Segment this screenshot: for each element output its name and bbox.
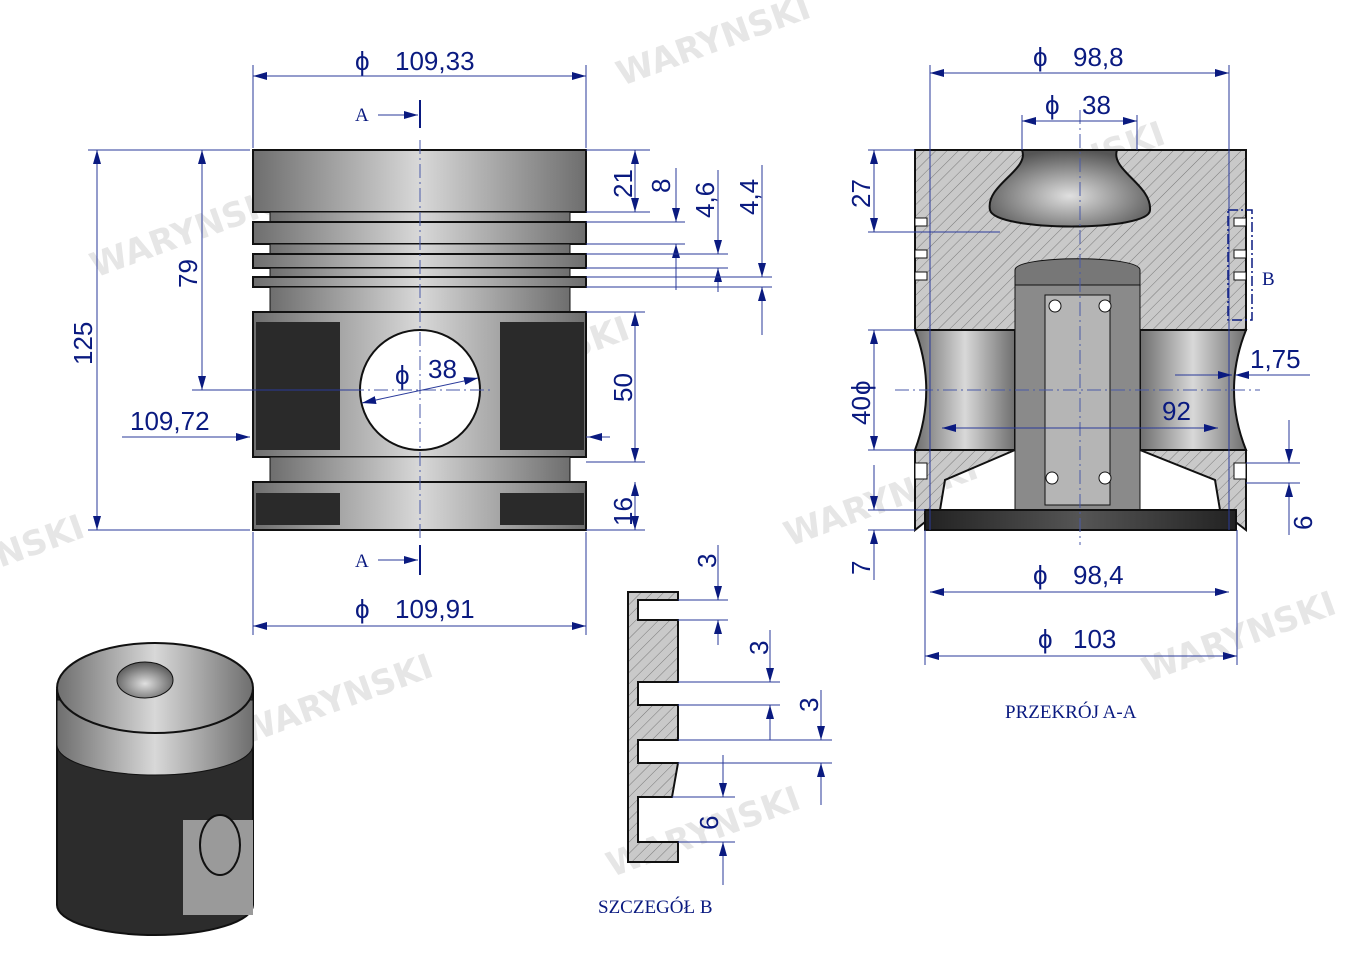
watermark: WARYNSKI bbox=[1137, 584, 1342, 691]
section-view: B ϕ 98,8 ϕ 38 27 40 ϕ 92 1,75 bbox=[846, 42, 1318, 723]
dim-outer-diameter: 103 bbox=[1073, 624, 1116, 654]
dim-symbol: ϕ bbox=[355, 46, 370, 76]
front-view: A A ϕ 109,33 ϕ 109,91 125 79 109,72 ϕ 3 bbox=[68, 46, 772, 635]
dim-lower-groove: 6 bbox=[1288, 516, 1318, 530]
dim-skirt-upper: 50 bbox=[608, 373, 638, 402]
skirt-coating-right bbox=[500, 322, 584, 450]
dim-detail-g1: 3 bbox=[692, 554, 722, 568]
dim-pin-hole: 38 bbox=[428, 354, 457, 384]
dim-symbol: ϕ bbox=[846, 380, 876, 395]
watermark: WARYNSKI bbox=[234, 646, 439, 753]
section-title: PRZEKRÓJ A-A bbox=[1005, 701, 1137, 723]
watermark: WARYNSKI bbox=[0, 507, 90, 614]
combustion-bowl bbox=[988, 149, 1152, 228]
watermark: WARYNSKI bbox=[611, 0, 816, 95]
skirt-coating-left bbox=[256, 322, 340, 450]
dim-bowl-outer: 98,8 bbox=[1073, 42, 1124, 72]
dim-skirt-diameter: 109,72 bbox=[130, 406, 210, 436]
isometric-view bbox=[56, 642, 254, 936]
dim-circlip-groove: 1,75 bbox=[1250, 344, 1301, 374]
dim-symbol: ϕ bbox=[1045, 90, 1060, 120]
dim-top-land: 21 bbox=[608, 169, 638, 198]
dim-total-height: 125 bbox=[68, 322, 98, 365]
dim-pin-height: 79 bbox=[173, 259, 203, 288]
dim-bowl-depth: 27 bbox=[846, 179, 876, 208]
dim-inner-diameter: 98,4 bbox=[1073, 560, 1124, 590]
dim-symbol: ϕ bbox=[395, 360, 410, 390]
dim-detail-g2: 3 bbox=[744, 641, 774, 655]
dim-symbol: ϕ bbox=[1033, 560, 1048, 590]
dim-bottom-height: 7 bbox=[846, 561, 876, 575]
dim-groove-2: 4,6 bbox=[690, 182, 720, 218]
detail-title: SZCZEGÓŁ B bbox=[598, 896, 713, 918]
dim-skirt-lower: 16 bbox=[608, 497, 638, 526]
dim-symbol: ϕ bbox=[1033, 42, 1048, 72]
dim-symbol: ϕ bbox=[355, 594, 370, 624]
dim-groove-3: 4,4 bbox=[734, 179, 764, 215]
dim-symbol: ϕ bbox=[1038, 624, 1053, 654]
section-marker-top: A bbox=[355, 105, 369, 126]
dim-pin-bore: 40 bbox=[846, 396, 876, 425]
dim-top-diameter: 109,33 bbox=[395, 46, 475, 76]
dim-bowl-diameter: 38 bbox=[1082, 90, 1111, 120]
dim-detail-g4: 6 bbox=[694, 816, 724, 830]
section-marker-bottom: A bbox=[355, 551, 369, 572]
detail-view: 3 3 3 6 SZCZEGÓŁ B bbox=[598, 545, 832, 918]
dim-bottom-diameter: 109,91 bbox=[395, 594, 475, 624]
dim-groove-1: 8 bbox=[646, 179, 676, 193]
detail-marker: B bbox=[1262, 269, 1275, 290]
dim-pin-length: 92 bbox=[1162, 396, 1191, 426]
dim-detail-g3: 3 bbox=[794, 698, 824, 712]
